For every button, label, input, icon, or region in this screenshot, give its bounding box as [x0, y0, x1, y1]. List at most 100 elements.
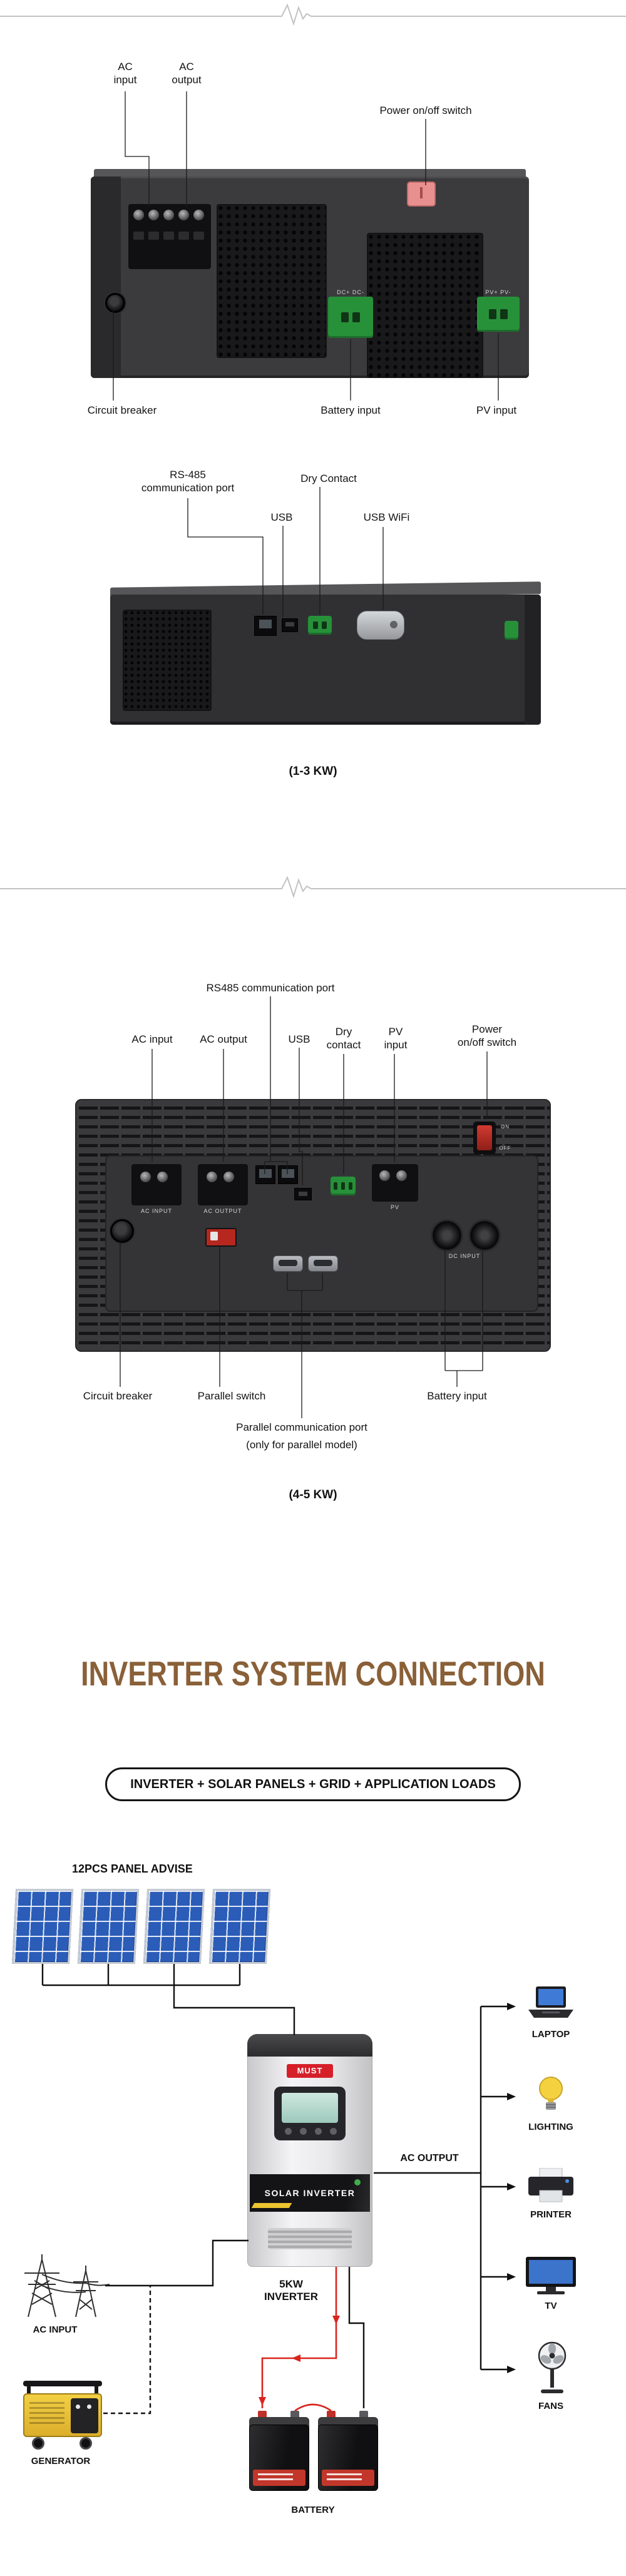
label-ac-input: AC input: [113, 61, 137, 86]
label-pv-input-2: PV input: [384, 1026, 408, 1051]
battery2-negative-terminal: [359, 2411, 368, 2418]
pv-connectors: [477, 297, 520, 332]
laptop-icon-shape: [528, 1986, 573, 2018]
usb-wifi-module: [357, 611, 404, 640]
tv-icon: [525, 2257, 577, 2301]
battery-terminal-neg: [468, 1219, 501, 1252]
dc-input-marking: DC INPUT: [448, 1253, 481, 1259]
label-generator: GENERATOR: [31, 2456, 91, 2466]
rs485-port-a: [255, 1165, 275, 1184]
printer-icon: [526, 2167, 576, 2210]
inverter-button-3: [315, 2128, 322, 2135]
arrowheads-black: [507, 2003, 516, 2373]
solar-panel-3: [143, 1889, 205, 1964]
off-marking: OFF: [499, 1145, 511, 1151]
pv-terminal-2: [372, 1164, 418, 1202]
label-battery: BATTERY: [291, 2505, 335, 2515]
parallel-port-b: [308, 1255, 338, 1272]
lighting-icon-shape: [539, 2077, 563, 2110]
label-rs485: RS-485 communication port: [141, 469, 235, 494]
label-ac-output: AC output: [172, 61, 202, 86]
label-usb: USB: [270, 511, 293, 523]
solar-panel-2: [77, 1889, 140, 1964]
parallel-port-a: [273, 1255, 303, 1272]
fan-grille-center: [217, 204, 327, 358]
power-tower-icon: [16, 2252, 110, 2325]
battery2-label-line1: [327, 2473, 362, 2475]
dry-contact-port-2: [331, 1177, 356, 1195]
generator-handle: [23, 2381, 102, 2386]
battery1-negative-terminal: [290, 2411, 299, 2418]
label-circuit-breaker: Circuit breaker: [87, 404, 157, 416]
terminal-clamps: [128, 226, 211, 245]
side-green-connector: [505, 621, 518, 640]
label-tv: TV: [545, 2301, 557, 2311]
label-parallel-note: (only for parallel model): [246, 1439, 357, 1451]
fan-grille-right: [367, 233, 483, 378]
battery1-label-line2: [258, 2478, 293, 2480]
rs485-port-b: [278, 1165, 298, 1184]
label-dry-contact-2: Dry contact: [326, 1026, 361, 1051]
ac-output-marking: AC OUTPUT: [203, 1208, 242, 1214]
generator-wheel-right: [80, 2437, 92, 2450]
ac-input-terminal: [131, 1164, 182, 1205]
tv-icon-shape: [526, 2257, 576, 2294]
battery-terminal: [328, 297, 373, 338]
label-usb-wifi: USB WiFi: [363, 511, 410, 523]
label-circuit-breaker-2: Circuit breaker: [83, 1390, 153, 1402]
label-parallel-port: Parallel communication port: [236, 1421, 367, 1433]
label-lighting: LIGHTING: [528, 2122, 573, 2132]
circuit-breaker-button-2: [110, 1219, 134, 1243]
label-panel-advise: 12PCS PANEL ADVISE: [72, 1863, 193, 1875]
label-ac-input-diagram: AC INPUT: [33, 2324, 78, 2335]
label-rs485-2: RS485 communication port: [206, 982, 335, 994]
inverter-band-accent: [251, 2203, 292, 2208]
label-power-switch-2: Power on/off switch: [457, 1023, 517, 1049]
lighting-icon: [536, 2075, 566, 2122]
caption-1-3kw: (1-3 KW): [289, 765, 337, 778]
ac-input-screws: [131, 1164, 182, 1190]
page-title: INVERTER SYSTEM CONNECTION: [81, 1654, 545, 1693]
label-inverter: 5KW INVERTER: [264, 2278, 318, 2303]
arrowheads-red: [259, 2316, 340, 2406]
battery2-label-band: [322, 2470, 374, 2486]
side-vent-grille: [123, 610, 212, 711]
solar-panel-1: [11, 1889, 74, 1964]
battery1-label-band: [253, 2470, 305, 2486]
generator-wheel-left: [32, 2437, 44, 2450]
usb-port: [282, 618, 298, 632]
inverter1-side-wall: [91, 176, 121, 378]
inverter-brand-badge: MUST: [287, 2064, 333, 2078]
battery1-label-line1: [258, 2473, 293, 2475]
inverter-lcd-screen: [282, 2093, 338, 2123]
label-power-switch: Power on/off switch: [379, 105, 472, 116]
generator-vents: [29, 2402, 64, 2427]
ac-output-terminal: [198, 1164, 248, 1205]
fan-icon-shape: [538, 2341, 567, 2393]
pv-marking: PV: [390, 1204, 399, 1210]
label-ac-output-2: AC output: [200, 1033, 247, 1045]
solar-panel-4: [208, 1889, 271, 1964]
label-ac-output-diagram: AC OUTPUT: [400, 2153, 459, 2164]
inverter-button-1: [285, 2128, 292, 2135]
circuit-breaker-button: [105, 293, 125, 313]
inverter-top-cap: [247, 2034, 372, 2057]
generator-post-left: [27, 2384, 31, 2395]
generator-outlet-2: [87, 2405, 91, 2409]
label-fans: FANS: [538, 2401, 563, 2411]
fan-icon: [536, 2341, 568, 2401]
label-printer: PRINTER: [530, 2209, 572, 2220]
label-ac-input-2: AC input: [131, 1033, 173, 1045]
inverter-band-dot: [354, 2179, 361, 2185]
printer-icon-shape: [528, 2167, 573, 2202]
power-tower-shape: [24, 2254, 110, 2318]
battery1-positive-terminal: [258, 2411, 267, 2418]
label-battery-input-2: Battery input: [427, 1390, 487, 1402]
subtitle-box: INVERTER + SOLAR PANELS + GRID + APPLICA…: [105, 1767, 521, 1801]
generator-outlet-1: [76, 2405, 80, 2409]
power-rocker-switch: [473, 1122, 496, 1154]
heartbeat-dividers: [0, 3, 626, 899]
ac-output-screws: [198, 1164, 248, 1190]
power-switch: [407, 181, 436, 207]
